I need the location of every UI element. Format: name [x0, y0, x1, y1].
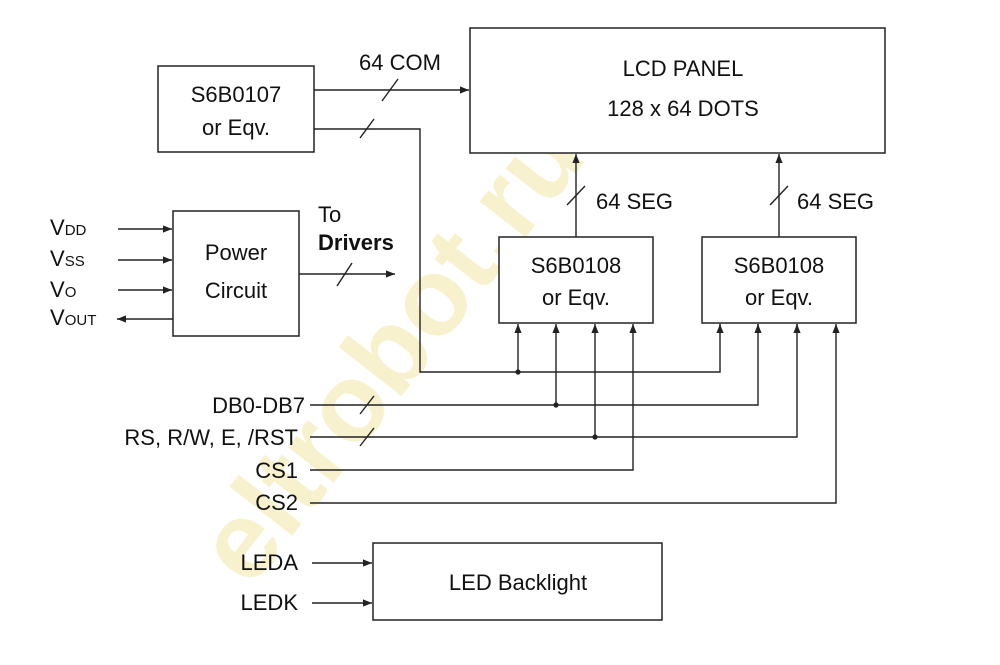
lcd-panel-block: LCD PANEL 128 x 64 DOTS	[469, 27, 886, 154]
lcd-panel-resolution: 128 x 64 DOTS	[607, 96, 759, 121]
com-bus-label: 64 COM	[359, 50, 441, 75]
vdd-pin-label: VDD	[50, 215, 87, 240]
cs1-label: CS1	[255, 458, 298, 483]
seg-driver-right-block: S6B0108 or Eqv.	[701, 236, 857, 324]
seg-bus-left-label: 64 SEG	[596, 189, 673, 214]
com-driver-link-wire	[314, 128, 721, 373]
vo-pin-label: VO	[50, 277, 76, 302]
db-bus-wire	[310, 324, 759, 406]
com-driver-link-slash	[359, 118, 375, 139]
to-drivers-label-2: Drivers	[318, 230, 394, 255]
lcd-panel-title: LCD PANEL	[623, 56, 744, 81]
com-driver-block: S6B0107 or Eqv.	[157, 65, 315, 153]
seg-driver-left-block: S6B0108 or Eqv.	[498, 236, 654, 324]
led-backlight-label: LED Backlight	[449, 570, 587, 595]
power-circuit-line2: Circuit	[205, 278, 267, 303]
seg-driver-left-chip: S6B0108	[531, 253, 622, 278]
cs2-label: CS2	[255, 490, 298, 515]
seg-bus-right-slash	[769, 185, 789, 206]
led-backlight-block: LED Backlight	[372, 542, 663, 621]
watermark: eltrobot.ru	[172, 96, 608, 605]
vss-pin-label: VSS	[50, 246, 85, 271]
junction-link	[515, 369, 521, 375]
junction-db	[553, 402, 559, 408]
power-circuit-line1: Power	[205, 240, 267, 265]
to-drivers-slash	[336, 262, 353, 287]
db-bus-slash	[359, 395, 375, 415]
to-drivers-label-1: To	[318, 202, 341, 227]
seg-driver-right-chip: S6B0108	[734, 253, 825, 278]
leda-label: LEDA	[241, 550, 299, 575]
cs1-wire	[310, 324, 637, 471]
ctrl-bus-slash	[359, 427, 375, 447]
db-bus-label: DB0-DB7	[212, 393, 305, 418]
com-driver-chip: S6B0107	[191, 82, 282, 107]
seg-bus-left-slash	[566, 185, 586, 206]
junction-ctrl	[592, 434, 598, 440]
ctrl-bus-wire	[310, 324, 798, 438]
com-driver-eqv: or Eqv.	[202, 115, 270, 140]
cs2-wire	[310, 324, 840, 504]
com-bus-slash	[381, 78, 399, 102]
ctrl-bus-label: RS, R/W, E, /RST	[124, 425, 298, 450]
ledk-label: LEDK	[241, 590, 299, 615]
seg-bus-right-label: 64 SEG	[797, 189, 874, 214]
power-circuit-block: Power Circuit	[172, 210, 300, 337]
vout-pin-label: VOUT	[50, 305, 96, 330]
seg-driver-right-eqv: or Eqv.	[745, 285, 813, 310]
seg-driver-left-eqv: or Eqv.	[542, 285, 610, 310]
